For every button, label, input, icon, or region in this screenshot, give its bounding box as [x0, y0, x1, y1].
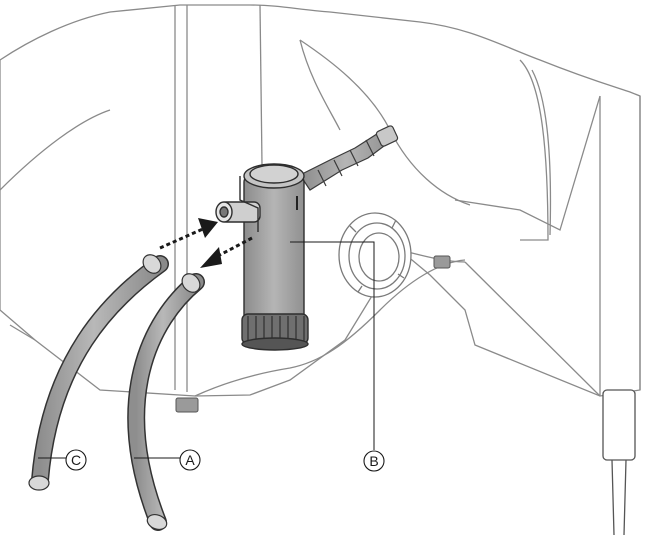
callout-c: C	[65, 449, 87, 471]
hose-c	[28, 254, 169, 491]
callout-leaders	[38, 241, 375, 459]
callout-c-label: C	[71, 452, 81, 468]
condensate-trap	[215, 163, 309, 351]
callout-a-label: A	[185, 452, 195, 468]
arrow-out-icon	[200, 236, 253, 268]
callout-a: A	[179, 449, 201, 471]
inlet-hose-connector	[299, 125, 399, 191]
appliance-feet	[175, 255, 451, 413]
callout-b-label: B	[369, 453, 378, 469]
power-cable	[602, 389, 636, 536]
viewing-port	[338, 212, 412, 298]
callout-b: B	[363, 450, 385, 472]
hose-a	[127, 273, 205, 531]
arrow-in-icon	[159, 218, 218, 250]
appliance-housing	[0, 4, 641, 397]
housing-edges	[0, 4, 641, 397]
